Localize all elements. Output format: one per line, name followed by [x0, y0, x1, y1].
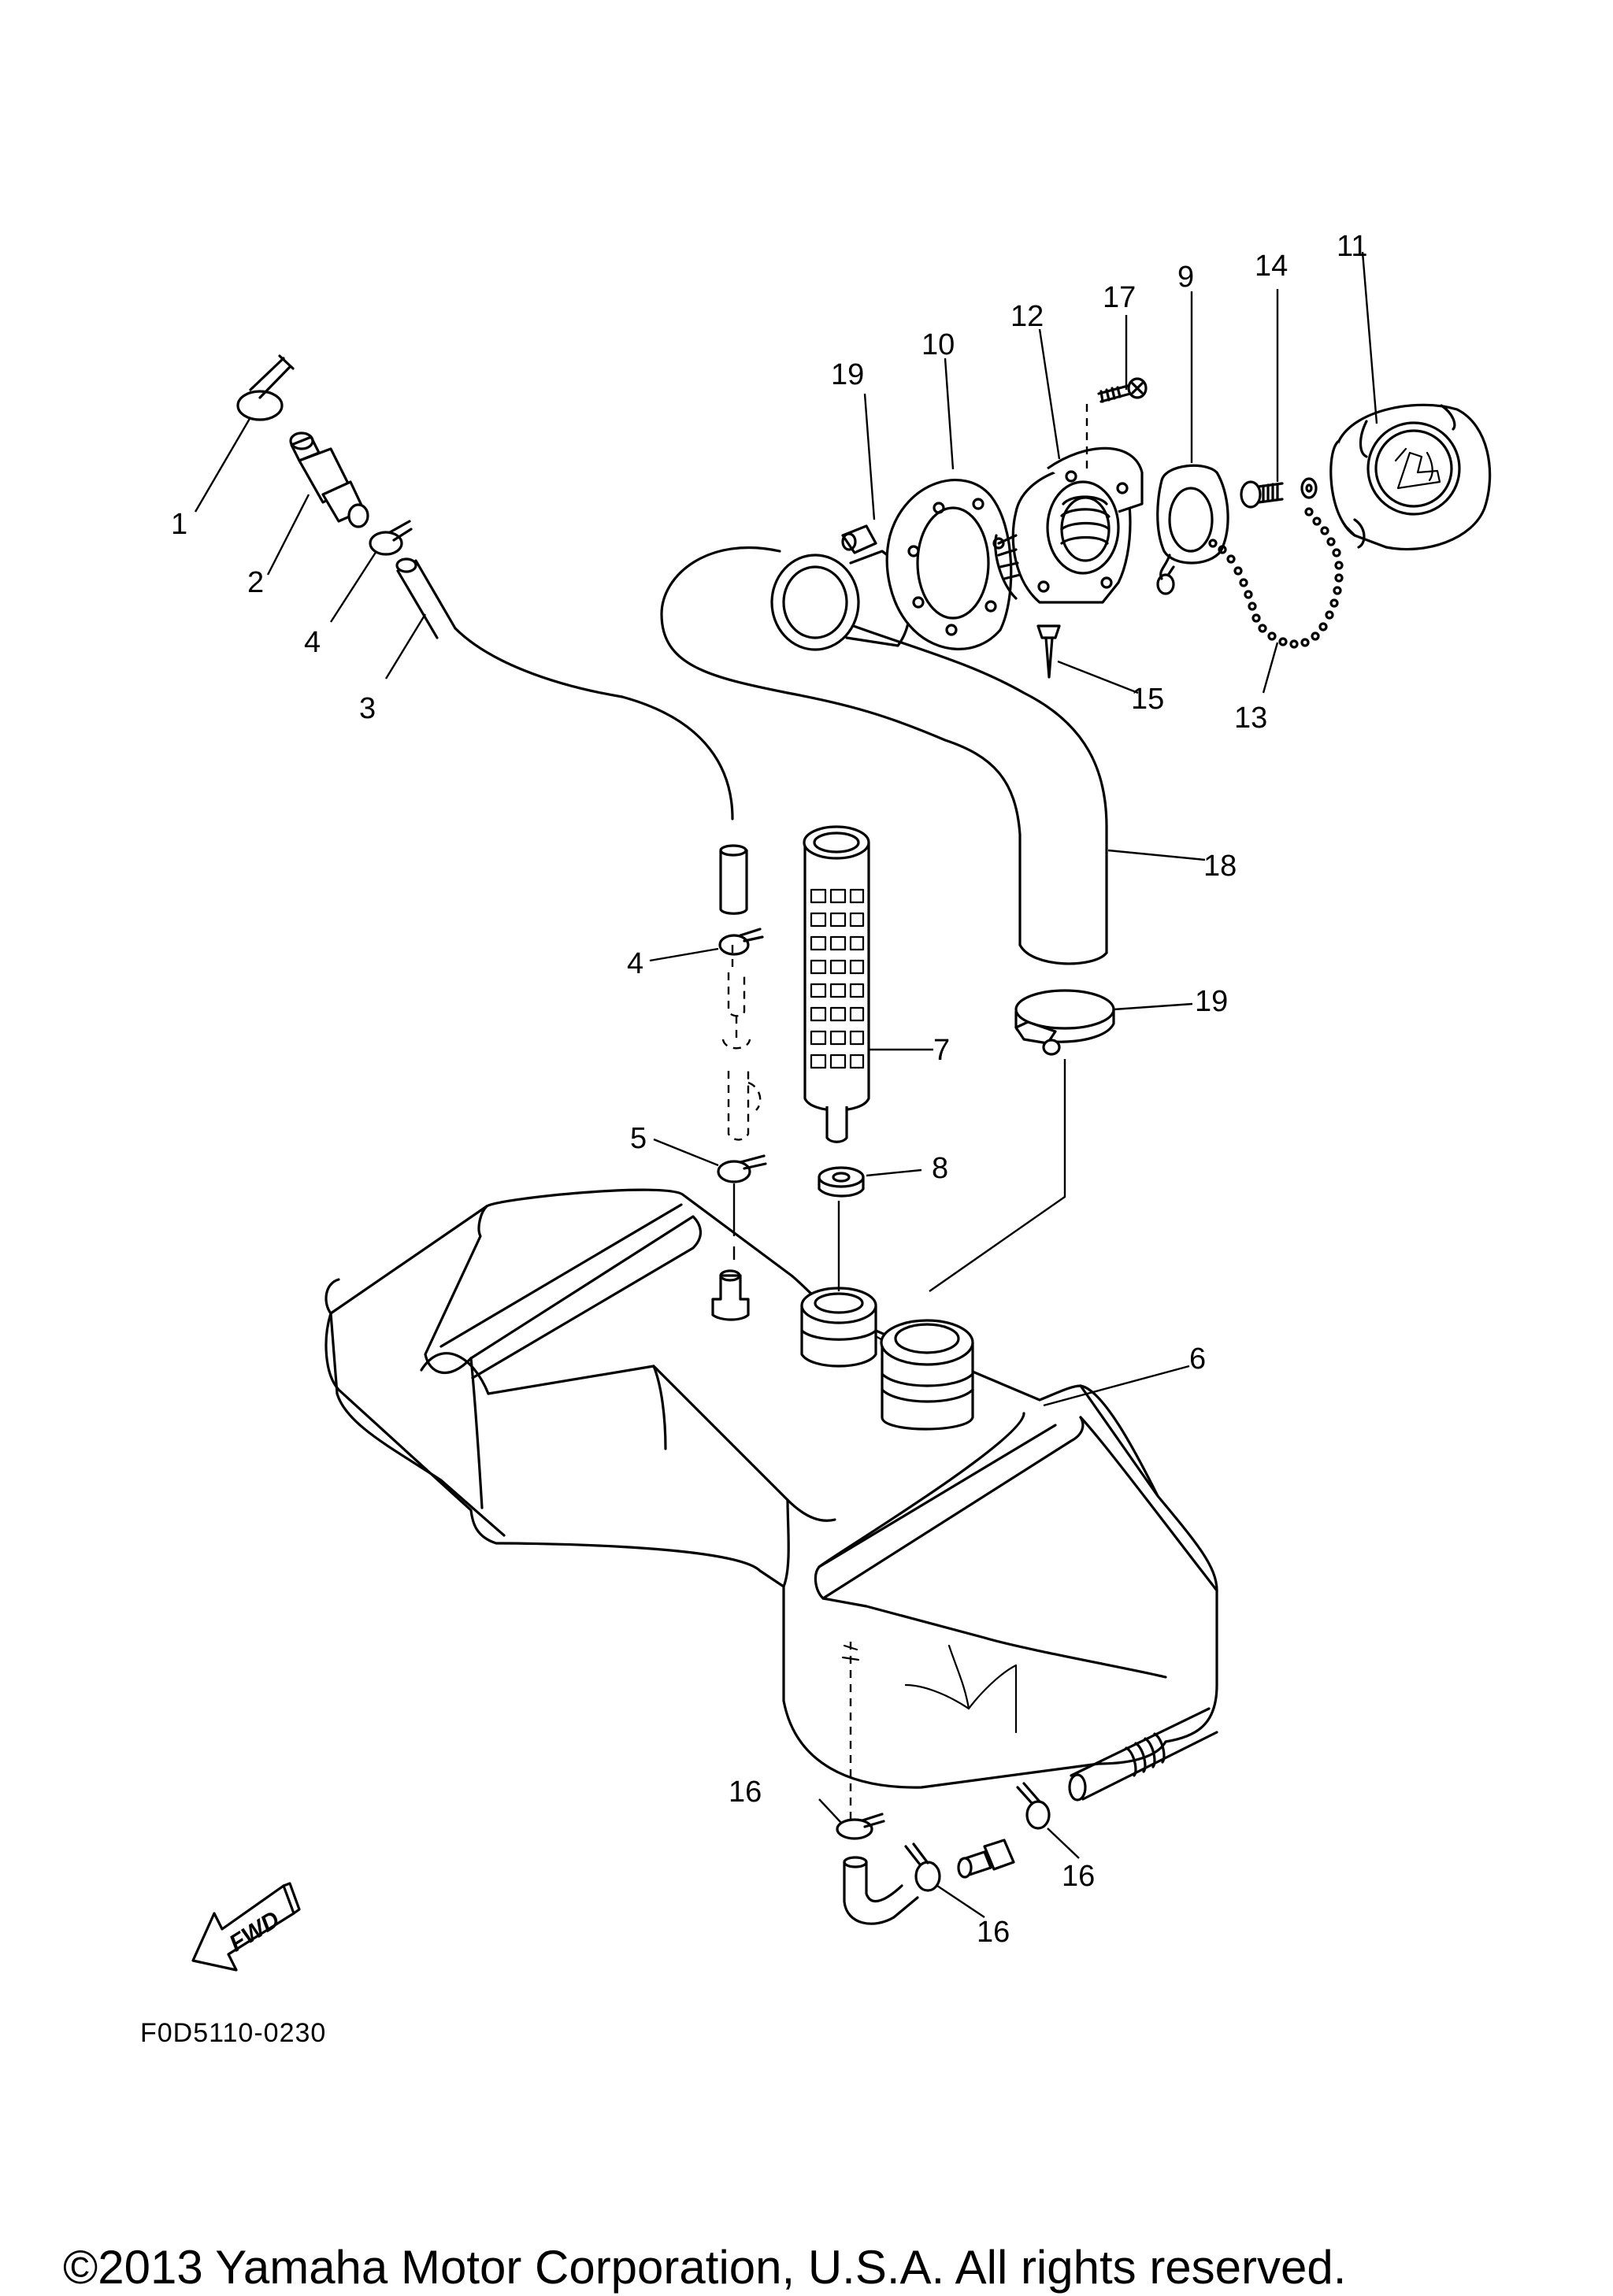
drawing-code: F0D5110-0230 — [140, 2018, 326, 2048]
filler-hose — [660, 546, 1108, 965]
cap-chain — [1208, 507, 1344, 649]
retaining-ring — [1156, 464, 1229, 595]
callout-12: 12 — [1010, 300, 1044, 333]
cap-screw — [1240, 477, 1318, 509]
callout-2: 2 — [247, 566, 264, 599]
strainer-grommet — [800, 1287, 877, 1368]
callout-6: 6 — [1189, 1342, 1206, 1376]
clamp-5 — [717, 1154, 767, 1183]
callout-3: 3 — [359, 692, 376, 725]
callout-18: 18 — [1203, 850, 1237, 883]
callout-13: 13 — [1234, 702, 1267, 735]
fuel-strainer — [803, 825, 870, 1143]
strainer-gasket — [818, 1166, 865, 1198]
callout-15: 15 — [1131, 683, 1164, 716]
callout-14: 14 — [1255, 250, 1288, 283]
callout-10: 10 — [921, 328, 955, 361]
leader-lines — [194, 251, 1378, 1918]
tank-filler-neck — [880, 1319, 974, 1431]
callout-4-lower: 4 — [627, 947, 643, 980]
hose-clamp-19-lower — [1014, 989, 1115, 1056]
fuel-tank — [324, 1188, 1218, 1789]
callout-19-upper: 19 — [831, 358, 864, 391]
callout-numbers: 1 2 3 4 4 5 6 7 8 9 10 11 12 13 14 15 16… — [171, 230, 1367, 1949]
filler-neck — [994, 446, 1144, 604]
callout-16-left: 16 — [729, 1776, 762, 1809]
callout-7: 7 — [933, 1034, 950, 1067]
callout-9: 9 — [1177, 261, 1194, 294]
screw — [1097, 377, 1148, 403]
fuel-cap — [1329, 403, 1492, 551]
callout-16-right: 16 — [1062, 1860, 1095, 1893]
clamp-4-upper — [369, 520, 413, 556]
callout-5: 5 — [630, 1122, 647, 1155]
clamp-1 — [236, 354, 295, 421]
vent-hose — [395, 557, 748, 915]
callout-19-lower: 19 — [1195, 985, 1228, 1018]
callout-11: 11 — [1337, 230, 1367, 263]
copyright-notice: ©2013 Yamaha Motor Corporation, U.S.A. A… — [63, 2241, 1346, 2294]
callout-8: 8 — [932, 1152, 948, 1185]
check-valve — [289, 431, 369, 528]
filler-neck-gasket — [885, 479, 1013, 650]
strainer-mesh — [810, 888, 865, 1069]
callout-16-bottom: 16 — [977, 1916, 1010, 1949]
vent-hose-assembly — [236, 354, 767, 1260]
rivet — [1036, 624, 1061, 679]
callout-1: 1 — [171, 508, 187, 541]
clamp-4-lower — [718, 928, 764, 956]
callout-17: 17 — [1103, 281, 1136, 314]
fwd-arrow-icon: FWD — [191, 1882, 301, 1972]
vent-nipple — [711, 1269, 750, 1321]
callout-4-upper: 4 — [304, 626, 321, 659]
drain-fittings — [836, 1642, 1218, 1925]
phantom-fittings — [721, 945, 762, 1141]
